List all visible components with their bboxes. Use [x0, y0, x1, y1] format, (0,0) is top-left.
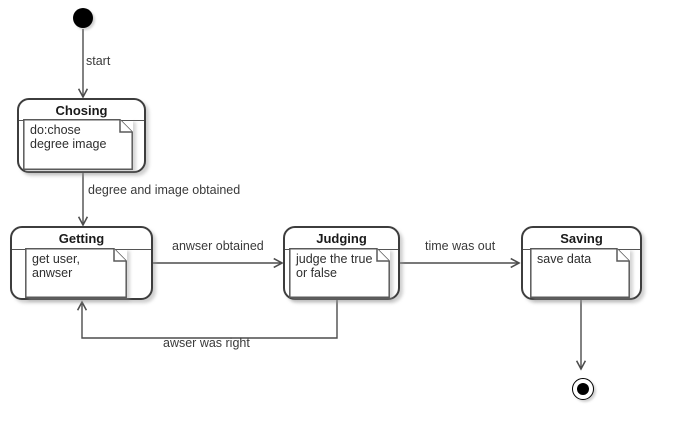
state-chosing[interactable]: Chosing do:chose degree image	[17, 98, 146, 173]
transition-label-awser-was-right: awser was right	[163, 336, 250, 350]
transition-label-start: start	[86, 54, 111, 68]
state-getting-activity: get user, anwser	[32, 252, 80, 280]
state-getting-note[interactable]: get user, anwser	[25, 248, 127, 298]
state-judging-title: Judging	[316, 231, 367, 246]
state-saving[interactable]: Saving save data	[521, 226, 642, 300]
state-saving-note[interactable]: save data	[530, 248, 630, 298]
note-line: get user,	[32, 252, 80, 266]
state-chosing-note[interactable]: do:chose degree image	[23, 119, 133, 170]
final-state-node[interactable]	[572, 378, 594, 400]
note-fold-corner-icon	[119, 119, 133, 133]
note-shape	[289, 248, 390, 298]
state-chosing-activity: do:chose degree image	[30, 123, 106, 151]
state-getting-title: Getting	[58, 231, 105, 246]
note-shape	[530, 248, 630, 298]
transition-judging-to-getting-arrow	[76, 300, 338, 339]
note-line: degree image	[30, 137, 107, 151]
note-shape	[25, 248, 127, 298]
final-state-dot	[577, 383, 589, 395]
state-judging-note[interactable]: judge the true or false	[289, 248, 390, 298]
note-line: do:chose	[30, 123, 81, 137]
note-line: anwser	[32, 266, 73, 280]
note-line: judge the true	[296, 252, 373, 266]
state-chosing-title: Chosing	[55, 103, 108, 118]
note-outline	[530, 248, 630, 298]
transition-label-degree-image-obtained: degree and image obtained	[88, 183, 241, 197]
state-judging-activity: judge the true or false	[296, 252, 372, 280]
initial-state-node[interactable]	[73, 8, 93, 28]
transition-label-time-was-out: time was out	[425, 239, 496, 253]
state-judging[interactable]: Judging judge the true or false	[283, 226, 400, 300]
note-line: save data	[537, 252, 592, 266]
state-saving-activity: save data	[537, 252, 591, 266]
note-outline	[289, 248, 390, 298]
note-outline	[25, 248, 127, 298]
note-fold-corner-icon	[616, 248, 630, 262]
note-shape	[23, 119, 133, 170]
transition-label-anwser-obtained: anwser obtained	[172, 239, 264, 253]
state-saving-title: Saving	[560, 231, 603, 246]
note-line: or false	[296, 266, 337, 280]
state-getting[interactable]: Getting get user, anwser	[10, 226, 153, 300]
note-outline	[23, 119, 133, 170]
